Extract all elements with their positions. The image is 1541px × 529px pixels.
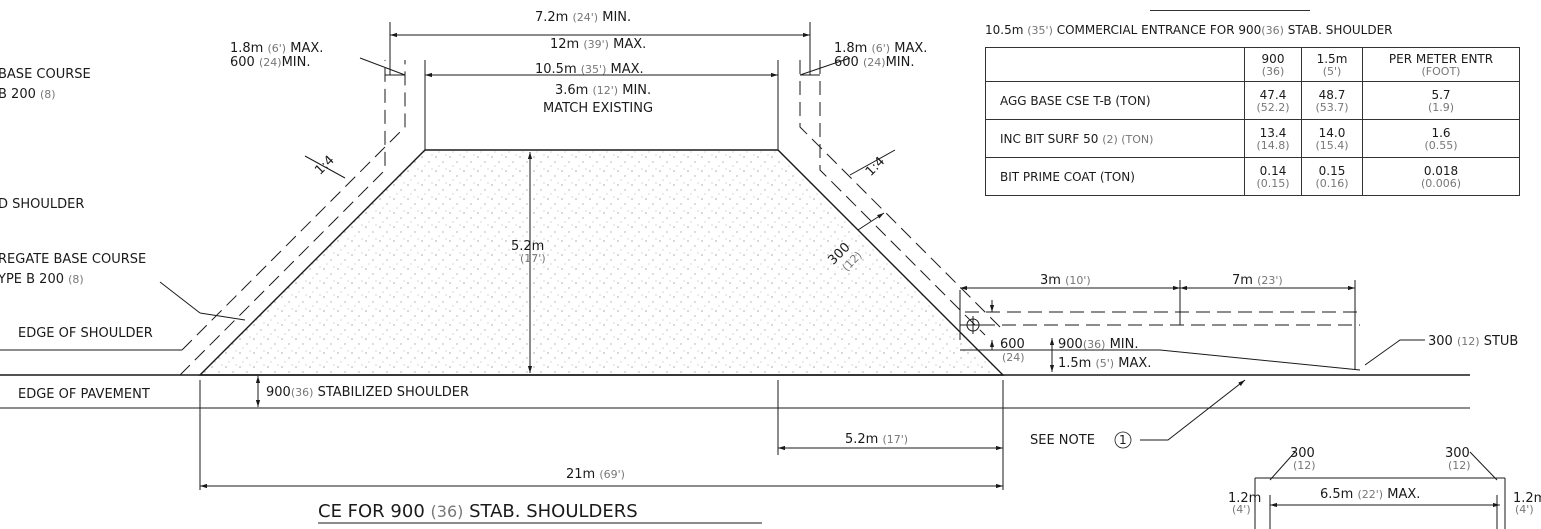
svg-text:(24): (24)	[1002, 351, 1025, 364]
svg-text:300: 300	[1445, 446, 1470, 461]
depth-label: 5.2m	[511, 239, 544, 254]
svg-text:1: 1	[1119, 433, 1127, 447]
right-shoulder-inner	[799, 60, 1001, 328]
quantity-table: 900(36) 1.5m(5') PER METER ENTR(FOOT) AG…	[985, 47, 1520, 196]
dim-bottom-right-label: 5.2m (17')	[845, 432, 908, 447]
svg-text:B 200 (8): B 200 (8)	[0, 87, 56, 102]
svg-text:(12): (12)	[1293, 459, 1316, 472]
slope-left: 1:4	[312, 153, 337, 178]
dim-left-min: 600 (24)MIN.	[230, 55, 310, 70]
header-per-meter: PER METER ENTR(FOOT)	[1362, 47, 1520, 82]
dim-inner-max: 10.5m (35') MAX.	[535, 62, 644, 77]
svg-text:(4'): (4')	[1515, 503, 1534, 516]
dim-600: 600	[1000, 337, 1025, 352]
header-900: 900(36)	[1244, 47, 1302, 82]
dim-right-min: 600 (24)MIN.	[834, 55, 914, 70]
match-existing-label: MATCH EXISTING	[543, 101, 653, 116]
table-row: BIT PRIME COAT (TON) 0.14(0.15) 0.15(0.1…	[985, 157, 1520, 196]
svg-text:1.2m: 1.2m	[1228, 491, 1261, 506]
svg-text:6.5m (22') MAX.: 6.5m (22') MAX.	[1320, 487, 1420, 502]
svg-text:300: 300	[1290, 446, 1315, 461]
left-shoulder-outer	[179, 60, 386, 376]
dim-7m: 7m (23')	[1232, 273, 1283, 288]
slope-right: 1:4	[863, 154, 888, 179]
header-1-5m: 1.5m(5')	[1301, 47, 1363, 82]
note-marker	[1114, 431, 1132, 449]
svg-text:1.2m: 1.2m	[1513, 491, 1541, 506]
stub-lower	[960, 349, 1361, 371]
d-shoulder-label: D SHOULDER	[0, 197, 84, 212]
regate-base-label: REGATE BASE COURSE	[0, 252, 146, 267]
stab-shoulder-label: 900(36) STABILIZED SHOULDER	[266, 385, 469, 400]
dim-bottom-total-label: 21m (69')	[566, 467, 625, 482]
table-top-rule	[1150, 10, 1310, 11]
svg-text:(17'): (17')	[520, 252, 546, 265]
edge-shoulder-label: EDGE OF SHOULDER	[18, 326, 153, 341]
table-header-row: 900(36) 1.5m(5') PER METER ENTR(FOOT)	[985, 47, 1520, 82]
drawing-title: CE FOR 900 (36) STAB. SHOULDERS	[318, 501, 638, 522]
table-row: INC BIT SURF 50 (2) (TON) 13.4(14.8) 14.…	[985, 119, 1520, 158]
svg-text:(12): (12)	[1448, 459, 1471, 472]
dim-1-5m-max: 1.5m (5') MAX.	[1058, 356, 1151, 371]
left-shoulder-inner	[181, 60, 406, 351]
stub-label: 300 (12) STUB	[1428, 334, 1518, 349]
dim-left-max: 1.8m (6') MAX.	[230, 41, 323, 56]
entrance-surface	[198, 149, 1005, 376]
dim-right-max: 1.8m (6') MAX.	[834, 41, 927, 56]
dim-inner-min: 3.6m (12') MIN.	[555, 83, 651, 98]
table-caption: 10.5m (35') COMMERCIAL ENTRANCE FOR 900(…	[985, 23, 1393, 37]
dim-top-min: 7.2m (24') MIN.	[535, 10, 631, 25]
dim-top-max: 12m (39') MAX.	[550, 37, 646, 52]
table-row: AGG BASE CSE T-B (TON) 47.4(52.2) 48.7(5…	[985, 81, 1520, 120]
right-shoulder-outer	[819, 60, 986, 336]
base-course-label: BASE COURSE	[0, 67, 91, 82]
dim-3m: 3m (10')	[1040, 273, 1091, 288]
svg-text:YPE B 200 (8): YPE B 200 (8)	[0, 272, 84, 287]
dim-900-min: 900(36) MIN.	[1058, 337, 1138, 352]
edge-pavement-label: EDGE OF PAVEMENT	[18, 387, 150, 402]
svg-text:(4'): (4')	[1232, 503, 1251, 516]
see-note-label: SEE NOTE	[1030, 433, 1095, 448]
